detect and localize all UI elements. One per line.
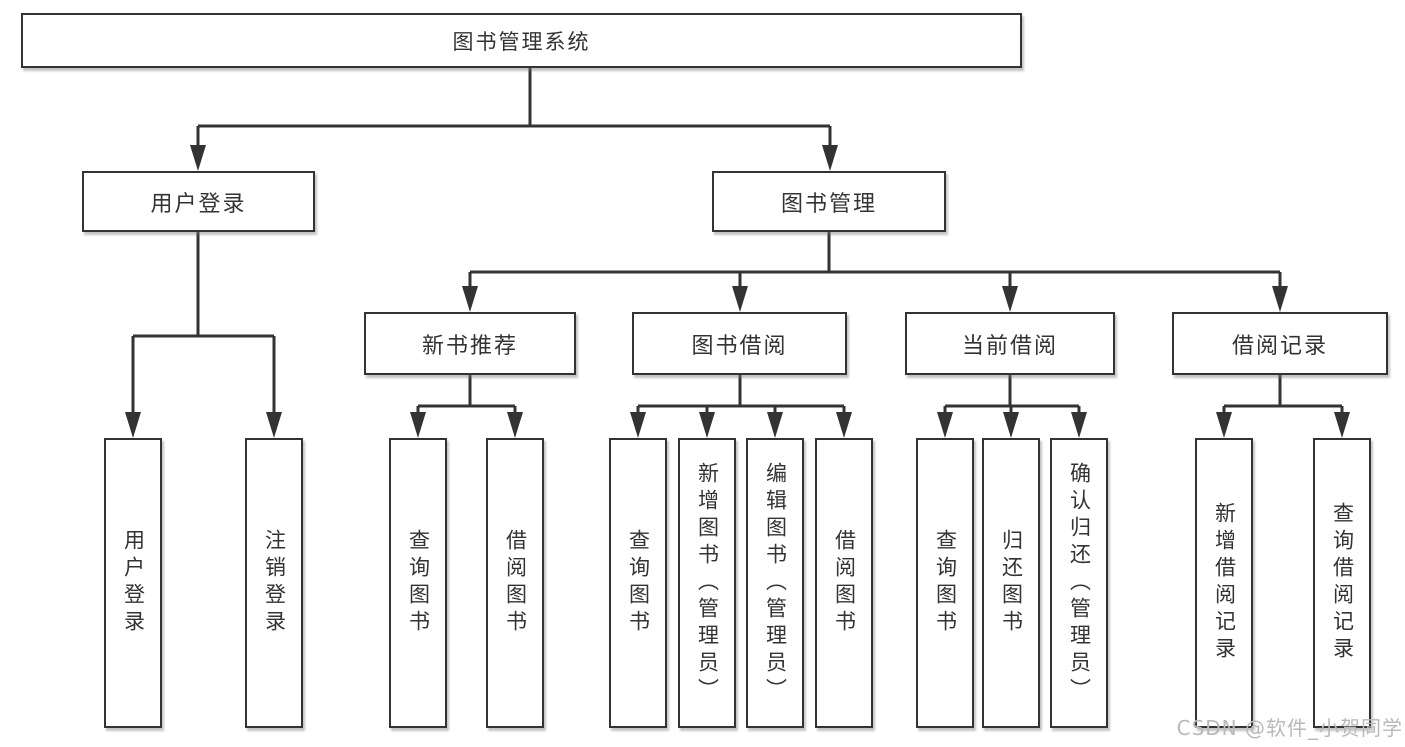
leaf-query-borrow-record-label: 查询借阅记录: [1330, 502, 1355, 664]
node-book-borrow-label: 图书借阅: [691, 333, 788, 359]
node-root: 图书管理系统: [21, 13, 1022, 68]
node-current-borrow-label: 当前借阅: [961, 333, 1058, 359]
leaf-borrow-book-recommend: 借阅图书: [486, 438, 544, 728]
leaf-query-borrow-record: 查询借阅记录: [1313, 438, 1371, 728]
leaf-borrow-book: 借阅图书: [815, 438, 873, 728]
leaf-logout-label: 注销登录: [262, 529, 287, 637]
leaf-confirm-return-admin-label: 确认归还（管理员）: [1067, 461, 1092, 705]
leaf-borrow-book-recommend-label: 借阅图书: [503, 529, 528, 637]
leaf-edit-book-admin: 编辑图书（管理员）: [746, 438, 804, 728]
node-borrow-records: 借阅记录: [1172, 312, 1388, 375]
leaf-user-login: 用户登录: [104, 438, 162, 728]
leaf-query-book-recommend: 查询图书: [389, 438, 447, 728]
leaf-return-book: 归还图书: [982, 438, 1040, 728]
arrowheads: [125, 145, 1350, 438]
leaf-query-book-current-label: 查询图书: [933, 529, 958, 637]
leaf-add-borrow-record-label: 新增借阅记录: [1212, 502, 1237, 664]
leaf-return-book-label: 归还图书: [999, 529, 1024, 637]
leaf-add-borrow-record: 新增借阅记录: [1195, 438, 1253, 728]
leaf-add-book-admin-label: 新增图书（管理员）: [695, 461, 720, 705]
leaf-query-book-recommend-label: 查询图书: [406, 529, 431, 637]
node-current-borrow: 当前借阅: [905, 312, 1115, 375]
node-root-label: 图书管理系统: [452, 29, 591, 54]
node-new-book-recommend: 新书推荐: [364, 312, 576, 375]
leaf-borrow-book-label: 借阅图书: [832, 529, 857, 637]
node-book-management: 图书管理: [712, 171, 946, 232]
leaf-query-book-borrow-label: 查询图书: [626, 529, 651, 637]
node-book-management-label: 图书管理: [780, 191, 877, 217]
node-borrow-records-label: 借阅记录: [1231, 333, 1328, 359]
node-user-login: 用户登录: [82, 171, 315, 232]
leaf-query-book-current: 查询图书: [916, 438, 974, 728]
node-user-login-label: 用户登录: [150, 191, 247, 217]
leaf-add-book-admin: 新增图书（管理员）: [678, 438, 736, 728]
leaf-user-login-label: 用户登录: [121, 529, 146, 637]
leaf-confirm-return-admin: 确认归还（管理员）: [1050, 438, 1108, 728]
csdn-watermark: CSDN @软件_小贺同学: [1176, 716, 1403, 740]
leaf-logout: 注销登录: [245, 438, 303, 728]
node-new-book-recommend-label: 新书推荐: [421, 333, 518, 359]
node-book-borrow: 图书借阅: [632, 312, 847, 375]
leaf-edit-book-admin-label: 编辑图书（管理员）: [763, 461, 788, 705]
leaf-query-book-borrow: 查询图书: [609, 438, 667, 728]
